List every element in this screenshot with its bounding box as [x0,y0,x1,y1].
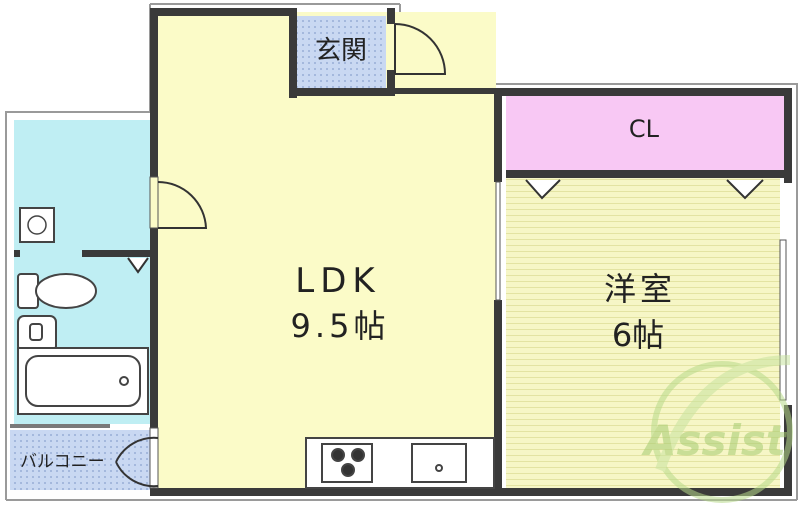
windows [149,176,787,489]
closet-door-markers [525,179,764,200]
bathtub [17,347,149,415]
bath-marker [127,257,149,274]
kitchen-counter [305,437,495,489]
western-name-label: 洋室 [604,270,676,308]
entrance-door [394,23,447,75]
ldk-size-label: 9.5帖 [291,307,390,345]
closet-floor [506,96,784,170]
western-size-label: 6帖 [612,316,664,354]
entrance-label: 玄関 [315,36,367,66]
entrance-floor [296,16,386,90]
toilet [17,273,97,309]
assist-logo-text: Assist [641,416,788,465]
washing-machine [19,207,55,243]
bath-door [157,180,208,229]
balcony-label: バルコニー [20,452,105,472]
balcony-door [115,436,159,488]
western-floor [506,178,780,488]
sink [17,315,57,353]
closet-label: CL [629,115,660,143]
assist-logo-watermark: Assist [641,355,793,503]
ldk-name-label: LDK [295,261,380,301]
